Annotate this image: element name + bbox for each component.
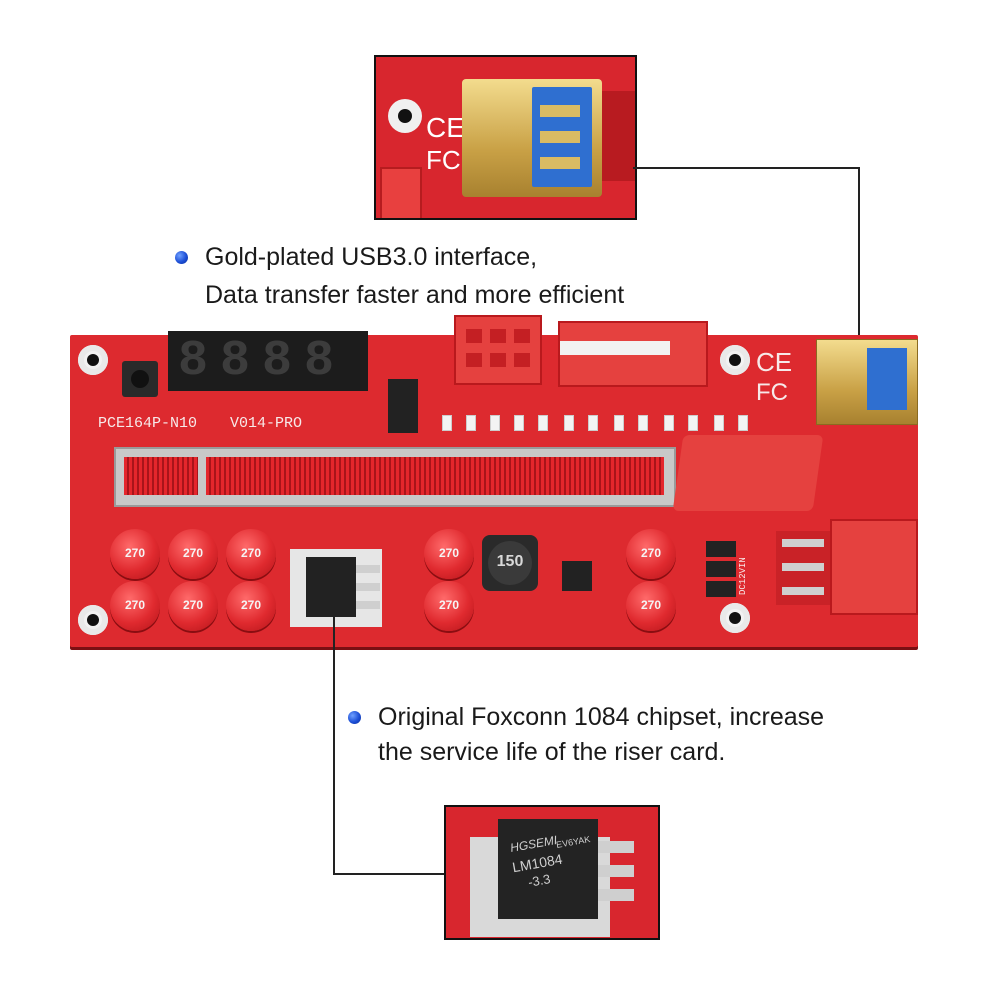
- board-model-label: PCE164P-N10: [98, 415, 198, 432]
- mounting-hole: [720, 345, 750, 375]
- dc-input-label: DC12VIN: [738, 557, 748, 595]
- status-led: [442, 415, 452, 431]
- status-led: [688, 415, 698, 431]
- capacitor: 270: [226, 529, 276, 579]
- dc-power-connector: [830, 519, 918, 615]
- status-led: [738, 415, 748, 431]
- status-led: [638, 415, 648, 431]
- bullet-icon: [348, 711, 361, 724]
- fc-mark-icon: FC: [756, 379, 788, 406]
- inset-regulator-voltage: -3.3: [526, 871, 552, 890]
- status-led: [564, 415, 574, 431]
- status-led: [490, 415, 500, 431]
- callout-line-bottom-v: [333, 600, 335, 874]
- caption-usb-line2: Data transfer faster and more efficient: [205, 281, 625, 309]
- inset-fc-mark-icon: FC: [426, 145, 461, 175]
- inset-ce-mark-icon: CE: [426, 112, 465, 143]
- pcie-6pin-connector: [454, 315, 542, 385]
- diode: [706, 561, 736, 577]
- capacitor: 270: [226, 581, 276, 631]
- small-ic: [562, 561, 592, 591]
- inset-regulator-part: LM1084: [510, 850, 564, 876]
- diode: [706, 581, 736, 597]
- inset-regulator-body: HGSEMI LM1084 -3.3 EV6YAK: [498, 819, 598, 919]
- pcie-x16-slot: [114, 447, 676, 507]
- mounting-hole: [720, 603, 750, 633]
- inductor-marking: 150: [496, 553, 524, 570]
- inset-red-connector: [380, 167, 422, 218]
- usb3-tongue: [867, 348, 907, 410]
- capacitor: 270: [626, 529, 676, 579]
- callout-line-bottom-h: [333, 873, 445, 875]
- lm1084-regulator: [290, 549, 382, 627]
- board-version-label: V014-PRO: [230, 415, 303, 432]
- regulator-zoom-inset: HGSEMI LM1084 -3.3 EV6YAK: [444, 805, 660, 940]
- dc-input-pins: [776, 531, 830, 605]
- caption-chipset-line1: Original Foxconn 1084 chipset, increase: [378, 703, 825, 731]
- capacitor: 270: [424, 529, 474, 579]
- inset-usb-port: [462, 79, 602, 197]
- status-led: [588, 415, 598, 431]
- capacitor: 270: [424, 581, 474, 631]
- status-led: [514, 415, 524, 431]
- caption-chipset-line2: the service life of the riser card.: [378, 738, 726, 766]
- callout-line-top-h: [633, 167, 859, 169]
- inset-regulator-pin: [598, 889, 634, 901]
- bullet-icon: [175, 251, 188, 264]
- inset-regulator-pin: [598, 865, 634, 877]
- diode: [706, 541, 736, 557]
- usb-zoom-inset: CE FC: [374, 55, 637, 220]
- power-inductor: 150: [482, 535, 538, 591]
- inset-mounting-hole: [388, 99, 422, 133]
- capacitor: 270: [168, 529, 218, 579]
- slot-latch: [672, 435, 824, 511]
- caption-usb-line1: Gold-plated USB3.0 interface,: [205, 243, 538, 271]
- usb3-port: [816, 339, 918, 425]
- reset-button: [122, 361, 158, 397]
- mounting-hole: [78, 605, 108, 635]
- capacitor: 270: [626, 581, 676, 631]
- inset-regulator-pin: [598, 841, 634, 853]
- capacitor: 270: [110, 529, 160, 579]
- logic-ic: [388, 379, 418, 433]
- status-led: [538, 415, 548, 431]
- ce-mark-icon: CE: [756, 347, 793, 377]
- inset-usb-tongue: [532, 87, 592, 187]
- riser-board: 8888 PCE164P-N10 V014-PRO CE FC: [70, 315, 918, 647]
- status-led: [466, 415, 476, 431]
- seven-segment-display: 8888: [168, 331, 368, 391]
- sata-power-connector: [558, 321, 708, 387]
- capacitor: 270: [168, 581, 218, 631]
- status-led: [714, 415, 724, 431]
- mounting-hole: [78, 345, 108, 375]
- inset-regulator-code: EV6YAK: [555, 834, 591, 850]
- capacitor: 270: [110, 581, 160, 631]
- display-digits: 8888: [178, 333, 347, 390]
- status-led: [664, 415, 674, 431]
- callout-line-top-v: [858, 167, 860, 345]
- status-led: [614, 415, 624, 431]
